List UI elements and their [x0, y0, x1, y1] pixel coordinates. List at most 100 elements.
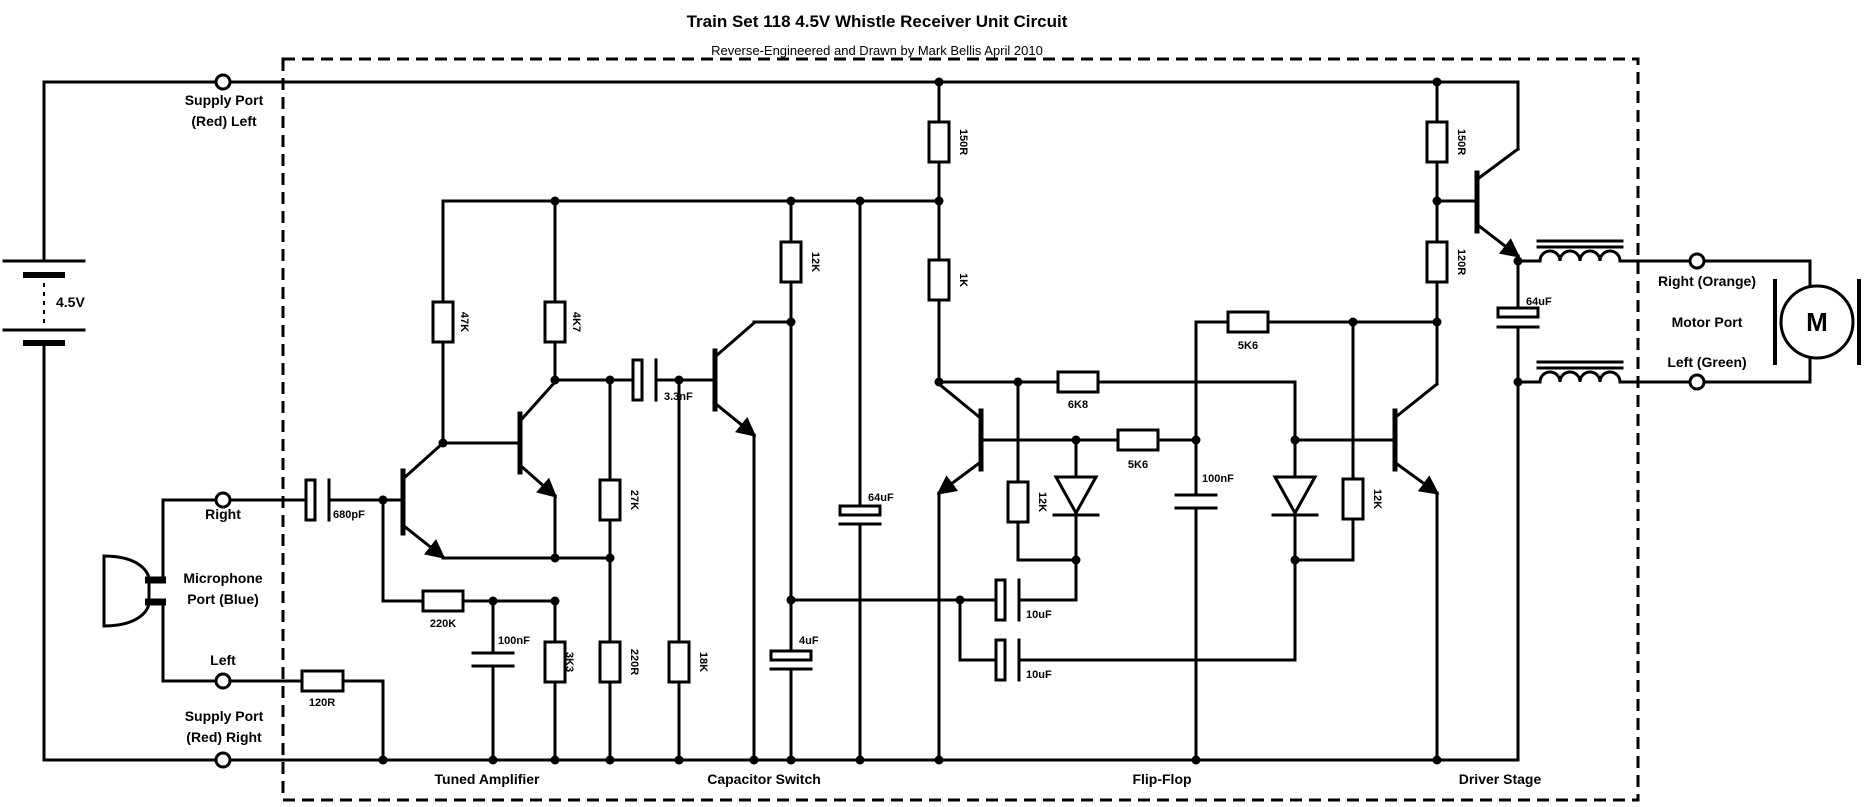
resistor-150r-left — [927, 120, 951, 164]
resistor-220k-label: 220K — [430, 618, 456, 630]
resistor-150r-right — [1425, 120, 1449, 164]
resistor-4k7-label: 4K7 — [570, 312, 582, 332]
transistor-q2 — [441, 379, 558, 560]
capacitor-100nf-amp-label: 100nF — [498, 635, 530, 647]
junction-dots — [378, 77, 1523, 765]
transistor-flipflop-left — [936, 381, 1078, 762]
section-label-tuned-amplifier: Tuned Amplifier — [435, 771, 541, 787]
resistor-150r-left-label: 150R — [957, 129, 969, 155]
port-terminals — [214, 73, 1706, 769]
resistor-220r — [598, 640, 622, 684]
capacitor-100nf-ff-label: 100nF — [1202, 473, 1234, 485]
capacitor-4uf-label: 4uF — [799, 635, 819, 647]
diode-left — [1052, 438, 1100, 602]
capacitor-10uf-top-label: 10uF — [1026, 609, 1052, 621]
inductor-top — [1516, 239, 1692, 263]
capacitor-100nf-amp: 100nF — [471, 599, 530, 762]
motor-right-label: Right (Orange) — [1658, 273, 1756, 289]
resistor-220r-label: 220R — [628, 649, 640, 675]
capacitor-4uf: 4uF — [769, 635, 819, 762]
resistor-18k-label: 18K — [697, 652, 709, 672]
flip-flop-stage: 12K 6K8 5K6 100nF 5K6 — [936, 310, 1440, 762]
resistor-12k-ffl-label: 12K — [1036, 492, 1048, 512]
supply-feed-left: 150R 1K — [927, 80, 969, 384]
resistor-27k-label: 27K — [628, 490, 640, 510]
resistor-1k-label: 1K — [957, 273, 969, 287]
mic-right-terminal — [214, 491, 232, 509]
motor-right-terminal — [1688, 252, 1706, 270]
supply-port-right-label-2: (Red) Right — [186, 729, 262, 745]
section-label-flip-flop: Flip-Flop — [1132, 771, 1191, 787]
resistor-18k — [667, 640, 691, 684]
resistor-12k-ffl — [1006, 480, 1030, 524]
capacitor-10uf-bottom-label: 10uF — [1026, 669, 1052, 681]
motor-left-terminal — [1688, 373, 1706, 391]
resistor-12k-ffr — [1341, 477, 1365, 521]
resistor-12k-ffr-label: 12K — [1371, 489, 1383, 509]
battery-voltage-label: 4.5V — [56, 294, 85, 310]
resistor-3k3-label: 3K3 — [563, 652, 575, 672]
resistor-3k3 — [543, 640, 567, 684]
section-label-capacitor-switch: Capacitor Switch — [707, 771, 821, 787]
supply-rails — [42, 80, 1520, 762]
capacitor-64uf-driver-label: 64uF — [1526, 296, 1552, 308]
supply-port-right-terminal — [214, 751, 232, 769]
driver-stage: 150R 120R 64uF — [1425, 80, 1692, 762]
capacitor-680pf: 680pF — [304, 478, 385, 522]
resistor-47k-label: 47K — [458, 312, 470, 332]
supply-port-right-label-1: Supply Port — [185, 708, 264, 724]
resistor-120r-driver-label: 120R — [1455, 249, 1467, 275]
resistor-27k — [598, 478, 622, 522]
mic-left-label: Left — [210, 652, 236, 668]
transistor-capacitor-switch — [712, 320, 793, 762]
capacitor-64uf-driver: 64uF — [1496, 296, 1552, 762]
tuned-amplifier-stage: 47K 4K7 27K 220R — [381, 199, 941, 762]
resistor-120r-driver — [1425, 240, 1449, 284]
microphone-icon — [102, 554, 151, 628]
page-subtitle: Reverse-Engineered and Drawn by Mark Bel… — [711, 43, 1043, 58]
resistor-4k7 — [543, 300, 567, 344]
resistor-120r-mic: 120R — [300, 669, 385, 762]
capacitor-switch-stage: 3.3nF 18K 12K 4uF — [631, 199, 998, 762]
unit-boundary-dashed-box — [281, 57, 1640, 802]
motor-icon — [1779, 284, 1855, 360]
supply-port-left-label-1: Supply Port — [185, 92, 264, 108]
motor-left-label: Left (Green) — [1667, 354, 1746, 370]
mic-port-label-1: Microphone — [183, 570, 263, 586]
resistor-5k6-mid-label: 5K6 — [1128, 459, 1148, 471]
resistor-5k6-top — [1226, 310, 1270, 334]
motor-symbol: M — [1806, 307, 1828, 337]
resistor-12k-cs — [779, 240, 803, 284]
resistor-120r-mic-label: 120R — [309, 697, 335, 709]
transistor-flipflop-right — [1293, 320, 1440, 762]
capacitor-10uf-top: 10uF — [994, 578, 1078, 622]
supply-port-left-terminal — [214, 73, 232, 91]
resistor-5k6-top-label: 5K6 — [1238, 340, 1258, 352]
resistor-150r-right-label: 150R — [1455, 129, 1467, 155]
motor-port-label: Motor Port — [1672, 314, 1743, 330]
section-label-driver-stage: Driver Stage — [1459, 771, 1542, 787]
resistor-12k-cs-label: 12K — [809, 252, 821, 272]
motor-port: M — [1702, 259, 1861, 384]
microphone-port — [102, 498, 308, 683]
diode-right — [1271, 438, 1319, 662]
capacitor-100nf-ff: 100nF — [1174, 320, 1234, 762]
capacitor-64uf-cs: 64uF — [838, 199, 894, 762]
resistor-5k6-mid — [1116, 428, 1160, 452]
capacitor-3-3nf: 3.3nF — [631, 358, 715, 403]
inductor-bottom — [1516, 360, 1692, 384]
mic-right-label: Right — [205, 506, 241, 522]
capacitor-64uf-cs-label: 64uF — [868, 492, 894, 504]
resistor-1k — [927, 258, 951, 302]
capacitor-680pf-label: 680pF — [333, 509, 365, 521]
mic-port-label-2: Port (Blue) — [187, 591, 259, 607]
battery: 4.5V — [2, 80, 86, 762]
resistor-47k — [431, 300, 455, 344]
mic-left-terminal — [214, 672, 232, 690]
transistor-q1 — [381, 440, 446, 560]
resistor-6k8-label: 6K8 — [1068, 399, 1088, 411]
capacitor-10uf-bottom: 10uF — [958, 598, 1297, 682]
page-title: Train Set 118 4.5V Whistle Receiver Unit… — [687, 12, 1068, 31]
